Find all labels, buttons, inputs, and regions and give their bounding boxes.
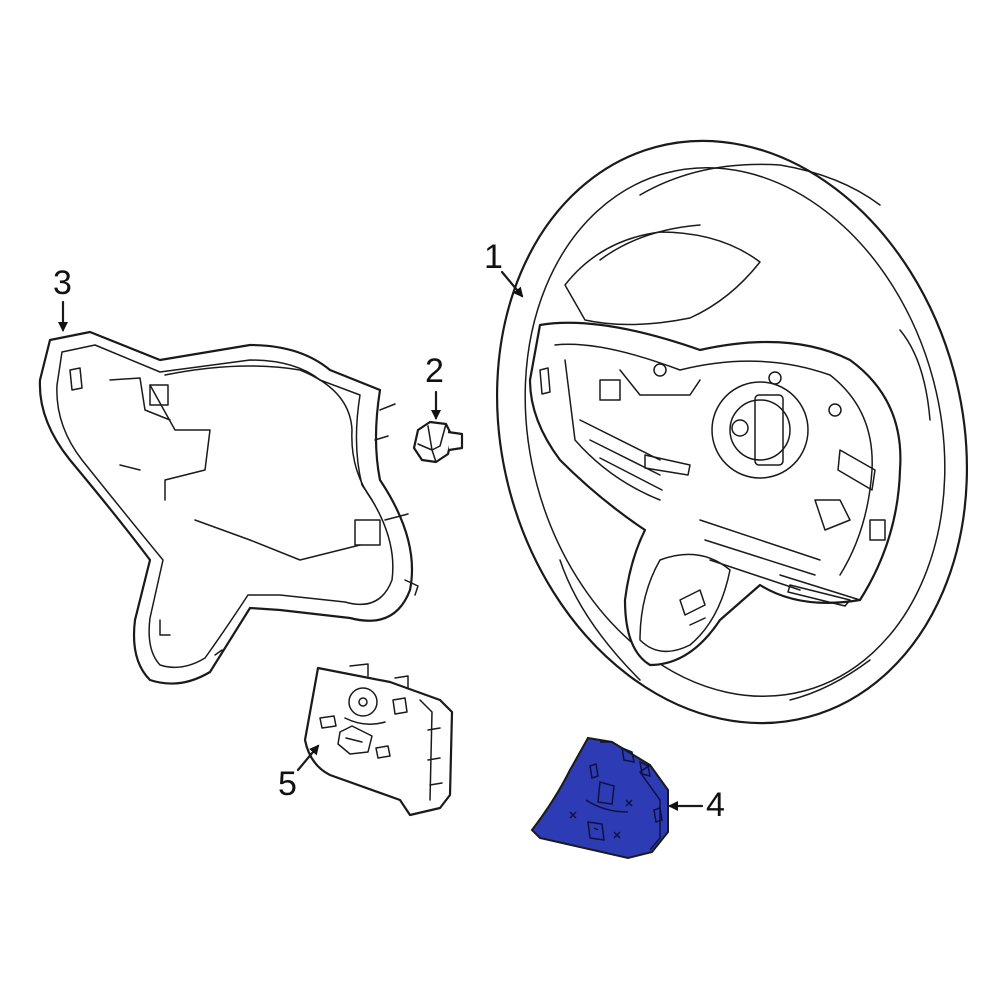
right-switch-part-highlighted[interactable] (530, 736, 669, 860)
callout-label-3: 3 (53, 264, 72, 302)
left-switch-part[interactable] (303, 663, 454, 817)
callout-2: 2 (425, 352, 444, 420)
callout-4: 4 (668, 786, 725, 824)
bolt-part[interactable] (412, 420, 464, 464)
callout-label-4: 4 (706, 786, 725, 824)
callout-5: 5 (278, 744, 320, 803)
callout-label-1: 1 (484, 238, 503, 276)
callout-label-2: 2 (425, 352, 444, 390)
back-cover-part[interactable] (38, 330, 419, 685)
callout-3: 3 (53, 264, 72, 332)
callout-1: 1 (484, 238, 524, 298)
steering-wheel-part[interactable] (433, 88, 1000, 777)
callout-label-5: 5 (278, 765, 297, 803)
